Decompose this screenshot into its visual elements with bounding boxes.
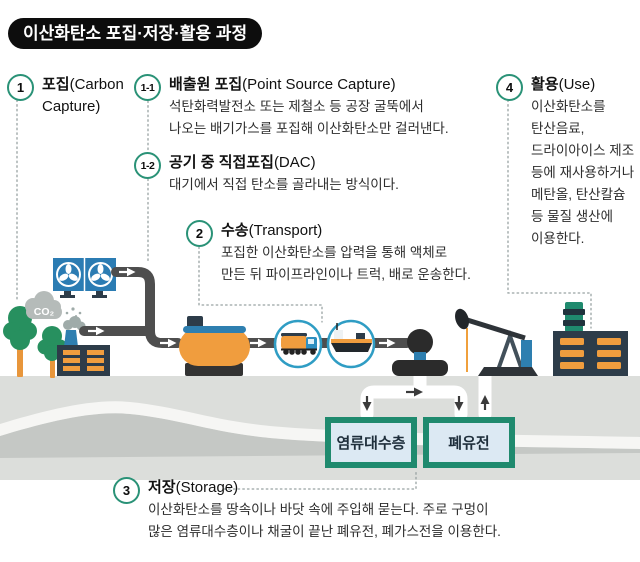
section-dac: 1-2 공기 중 직접포집(DAC) 대기에서 직접 탄소를 골라내는 방식이다… [134,152,399,196]
step-number-2: 2 [186,220,213,247]
section-dac-heading: 공기 중 직접포집(DAC) [169,152,399,174]
callout-lines [16,99,592,490]
heading-en: (Carbon Capture) [42,76,124,115]
body-text: 이산화탄소를 땅속이나 바닷 속에 주입해 묻는다. 주로 구멍이 [148,502,489,517]
saline-aquifer-label: 염류대수층 [336,435,405,452]
body-text: 등에 재사용하거나 [531,165,635,180]
step-number-1-1: 1-1 [134,74,161,101]
depleted-oilfield-box: 폐유전 [423,417,515,468]
co2-label: CO₂ [34,306,55,318]
section-transport: 2 수송(Transport) 포집한 이산화탄소를 압력을 통해 액체로 만든… [186,220,471,286]
injection-well-icon [392,329,448,376]
body-text: 만든 뒤 파이프라인이나 트럭, 배로 운송한다. [221,267,471,282]
step-number-4: 4 [496,74,523,101]
section-use: 4 활용(Use) 이산화탄소를 탄산음료, 드라이아이스 제조 등에 재사용하… [496,74,640,250]
body-text: 이산화탄소를 [531,99,606,114]
saline-aquifer-box: 염류대수층 [325,417,417,468]
callout-line-transport [198,246,323,323]
body-text: 탄산음료, [531,121,585,136]
body-text: 등 물질 생산에 [531,209,614,224]
heading-ko: 저장 [148,479,176,496]
section-storage: 3 저장(Storage) 이산화탄소를 땅속이나 바닷 속에 주입해 묻는다.… [113,477,501,543]
body-text: 메탄올, 탄산칼슘 [531,187,626,202]
heading-ko: 배출원 포집 [169,76,243,93]
ground [0,376,640,480]
body-text: 포집한 이산화탄소를 압력을 통해 액체로 [221,245,448,260]
dac-fan-unit-icon [53,258,116,298]
flow-arrows-pipeline [88,267,396,348]
heading-ko: 공기 중 직접포집 [169,154,274,171]
callout-line-use [507,99,592,329]
heading-en: (Point Source Capture) [242,76,396,93]
section-capture-heading: 포집(Carbon Capture) [42,74,142,118]
co2-cloud-icon: CO₂ [25,291,62,319]
section-point-source: 1-1 배출원 포집(Point Source Capture) 석탄화력발전소… [134,74,449,140]
heading-en: (DAC) [273,154,316,171]
factory-icon [57,307,110,376]
section-point-source-heading: 배출원 포집(Point Source Capture) [169,74,449,96]
step-number-3: 3 [113,477,140,504]
heading-ko: 수송 [221,222,249,239]
body-text: 이용한다. [531,231,585,246]
step-number-1-2: 1-2 [134,152,161,179]
storage-tank-icon [179,316,250,376]
section-transport-heading: 수송(Transport) [221,220,471,242]
heading-ko: 포집 [42,76,70,93]
body-text: 많은 염류대수층이나 채굴이 끝난 폐유전, 폐가스전을 이용한다. [148,524,501,539]
page-title: 이산화탄소 포집·저장·활용 과정 [8,18,263,49]
body-text: 드라이아이스 제조 [531,143,635,158]
ship-icon [326,319,376,369]
utilization-plant-icon [553,302,628,376]
section-use-heading: 활용(Use) [531,74,640,96]
section-capture: 1 포집(Carbon Capture) [7,74,142,118]
section-storage-heading: 저장(Storage) [148,477,501,499]
heading-en: (Storage) [175,479,239,496]
depleted-oilfield-label: 폐유전 [448,435,489,452]
body-text: 대기에서 직접 탄소를 골라내는 방식이다. [169,177,399,192]
fan-icon [56,262,81,287]
heading-en: (Transport) [248,222,323,239]
body-text: 석탄화력발전소 또는 제철소 등 공장 굴뚝에서 [169,99,424,114]
heading-ko: 활용 [531,76,559,93]
pump-jack-icon [455,308,538,376]
truck-icon [273,319,323,369]
step-number-1: 1 [7,74,34,101]
flow-arrows-underground [362,387,490,411]
heading-en: (Use) [558,76,596,93]
body-text: 나오는 배기가스를 포집해 이산화탄소만 걸러낸다. [169,121,449,136]
